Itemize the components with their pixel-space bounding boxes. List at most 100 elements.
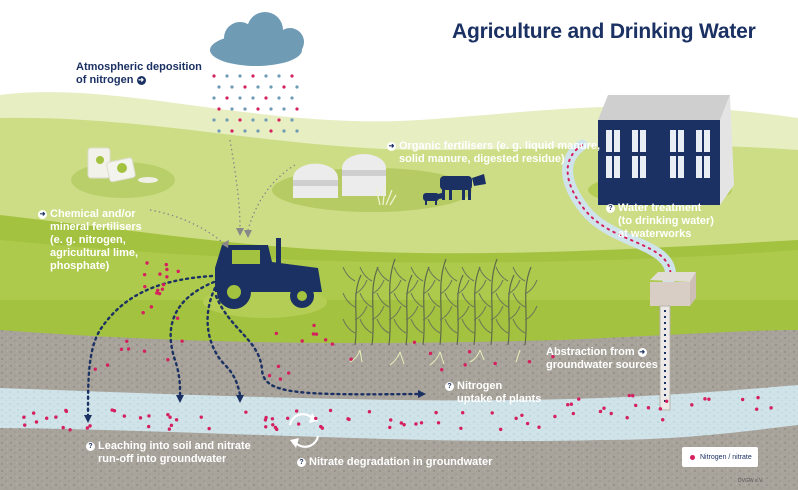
nitrate-dot (156, 288, 160, 293)
nitrate-dot (296, 422, 301, 426)
crop-leaf (393, 318, 407, 334)
nitrate-dot (498, 427, 503, 432)
nitrate-dot (110, 408, 114, 412)
nitrate-dot (147, 424, 151, 429)
crop-leaf (478, 292, 492, 308)
groundwater-band (0, 385, 798, 442)
field-strip (0, 240, 798, 300)
legend: Nitrogen / nitrate (682, 447, 758, 467)
nitrate-dot (142, 349, 147, 353)
grass-tuft (375, 184, 397, 206)
label-nitrogen-uptake: ?Nitrogen uptake of plants (445, 380, 541, 406)
nitrate-dot (168, 415, 172, 419)
nitrate-dot (571, 411, 576, 416)
rain-drop (282, 107, 286, 111)
nitrate-dot (285, 416, 290, 420)
nitrate-dot (769, 406, 773, 410)
rain-drop (243, 85, 247, 89)
rain-drop (256, 129, 260, 133)
rain-drop (290, 96, 294, 100)
nitrate-dot (158, 272, 162, 276)
nitrate-dot (149, 305, 154, 309)
nitrate-dot (54, 415, 58, 419)
nitrate-dot (658, 407, 663, 411)
crop-leaf (495, 318, 509, 334)
nitrate-dot (294, 409, 299, 413)
nitrate-dot (436, 421, 441, 425)
crop-stalk (354, 274, 362, 346)
rain-drop (277, 118, 281, 122)
nitrate-dot (527, 359, 532, 364)
rain-drop (230, 107, 234, 111)
nitrate-dot (461, 411, 465, 415)
page-title: Agriculture and Drinking Water (452, 20, 756, 43)
crop-leaf (405, 305, 419, 321)
nitrate-dot (625, 415, 629, 420)
crop-stalk (524, 266, 532, 346)
crop-leaf (512, 266, 526, 282)
rain-drop (212, 96, 216, 100)
nitrate-dot (93, 367, 97, 371)
nitrate-dot (440, 367, 444, 372)
crop-leaf (371, 305, 385, 321)
label-chemical-fertilisers: ➜Chemical and/or mineral fertilisers (e.… (38, 208, 142, 272)
nitrate-dot (270, 417, 275, 421)
nitrate-dot (414, 422, 418, 426)
nitrate-dot (312, 323, 316, 328)
nitrate-dot (274, 331, 279, 336)
nitrate-dot (402, 423, 406, 427)
arrow-right-icon: ➜ (38, 210, 47, 219)
nitrate-dot (22, 415, 26, 419)
nitrate-dot (428, 351, 433, 356)
nitrate-dot (631, 393, 635, 398)
rain-drop (264, 96, 268, 100)
nitrate-dot (44, 416, 49, 420)
crop-leaf (478, 266, 492, 282)
nitrate-dot (566, 403, 570, 407)
nitrate-dot (180, 339, 184, 343)
nitrate-dot (755, 407, 759, 411)
nitrate-dot (514, 416, 518, 421)
nitrate-dot (267, 373, 272, 378)
biogas-tank-icon (293, 154, 386, 198)
crop-leaf (427, 292, 441, 308)
nitrate-dot (141, 311, 145, 315)
crop-stalk (507, 274, 515, 346)
crop-leaf (342, 318, 356, 334)
info-icon: ? (445, 382, 454, 391)
nitrate-dot (145, 261, 149, 265)
crop-leaf (461, 266, 475, 282)
rain-drop (256, 85, 260, 89)
flow-heads (221, 228, 252, 248)
nitrate-dot (412, 340, 417, 344)
crop-leaf (495, 266, 509, 282)
nitrate-dot (311, 332, 316, 336)
nitrate-dot (740, 397, 745, 402)
nitrate-dot (627, 393, 631, 398)
nitrate-dot (388, 425, 392, 430)
nitrate-dot (609, 411, 613, 416)
label-leaching: ?Leaching into soil and nitrate run-off … (86, 440, 251, 466)
nitrate-dot (646, 406, 651, 410)
rain-drop (217, 85, 221, 89)
nitrate-dot (276, 364, 281, 369)
nitrate-dot (122, 414, 127, 418)
crop-leaf (507, 279, 521, 295)
rain-drop (217, 107, 221, 111)
nitrate-dot (157, 291, 162, 296)
arrow-right-icon: ➜ (136, 76, 146, 85)
nitrate-dot (174, 418, 179, 422)
nitrate-dots (22, 261, 773, 432)
nitrate-dot (690, 403, 694, 407)
nitrate-dot (61, 425, 65, 430)
nitrate-dot (347, 417, 351, 422)
rain-drop (212, 118, 216, 122)
crop-leaf (359, 318, 373, 334)
fertiliser-bag-icon (87, 147, 158, 183)
rain-drop (238, 96, 242, 100)
nitrate-dot (756, 395, 760, 400)
crop-roots (349, 349, 521, 366)
rain-drop (225, 74, 229, 78)
nitrate-dot (264, 425, 268, 429)
